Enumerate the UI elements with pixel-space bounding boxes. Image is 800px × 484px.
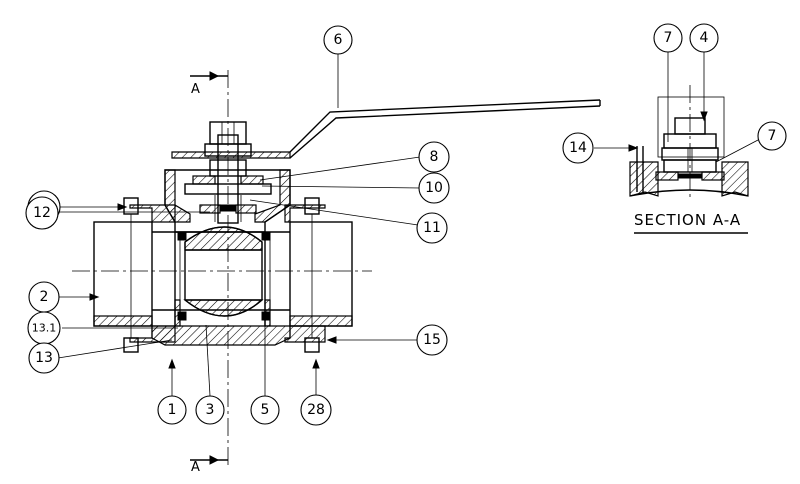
seat-left: [177, 231, 187, 241]
callout-10: 10: [418, 172, 450, 204]
callout-2: 2: [28, 281, 60, 313]
section-marker-bottom: A: [191, 460, 200, 475]
callout-7-right: 7: [757, 121, 787, 151]
svg-text:11: 11: [423, 220, 441, 236]
main-valve-section: A A: [72, 70, 601, 475]
svg-text:15: 15: [423, 332, 441, 348]
svg-text:2: 2: [40, 289, 49, 305]
svg-text:7: 7: [768, 128, 777, 144]
handle-base: [171, 151, 291, 159]
callout-15: 15: [416, 324, 448, 356]
callout-14: 14: [562, 132, 594, 164]
callout-28: 28: [300, 394, 332, 426]
svg-text:4: 4: [700, 30, 709, 46]
leader-lines: [57, 52, 759, 397]
svg-text:5: 5: [261, 402, 270, 418]
callout-11: 11: [416, 212, 448, 244]
callout-12-label: 12: [25, 196, 59, 230]
callout-3: 3: [195, 395, 225, 425]
svg-text:28: 28: [307, 402, 325, 418]
seat-right: [261, 311, 271, 321]
callout-4: 4: [689, 23, 719, 53]
section-marker-top: A: [191, 82, 200, 97]
section-title: SECTION A-A: [634, 211, 741, 229]
svg-text:13.1: 13.1: [32, 322, 57, 335]
svg-text:8: 8: [430, 149, 439, 165]
svg-text:12: 12: [33, 205, 51, 221]
callout-6: 6: [323, 25, 353, 55]
svg-text:1: 1: [168, 402, 177, 418]
callout-8: 8: [418, 141, 450, 173]
body-lower: [151, 325, 291, 346]
right-end-cap: [289, 221, 353, 327]
handle-lever: [289, 99, 601, 153]
callout-5: 5: [250, 395, 280, 425]
stem: [217, 134, 239, 224]
svg-text:6: 6: [334, 32, 343, 48]
callout-7-left: 7: [653, 23, 683, 53]
callout-13: 13: [28, 342, 60, 374]
svg-text:10: 10: [425, 180, 443, 196]
callout-1: 1: [157, 395, 187, 425]
section-a-a-detail: SECTION A-A: [629, 85, 749, 234]
callout-13-1: 13.1: [27, 311, 61, 345]
svg-text:13: 13: [35, 350, 53, 366]
svg-text:7: 7: [664, 30, 673, 46]
svg-text:14: 14: [569, 140, 587, 156]
svg-text:3: 3: [206, 402, 215, 418]
left-end-cap: [93, 221, 153, 327]
